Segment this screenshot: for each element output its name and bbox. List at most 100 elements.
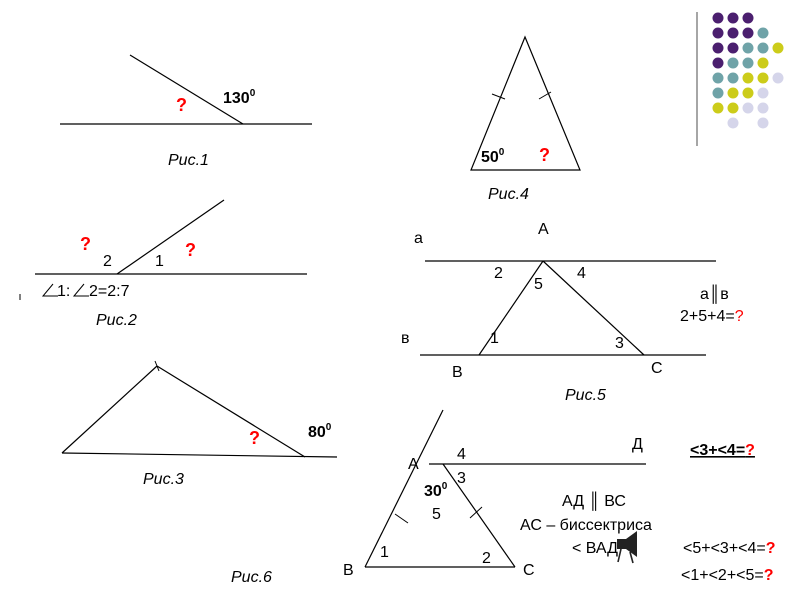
fig1-angle-label: 1300	[223, 88, 256, 107]
fig6-point-D: Д	[632, 436, 643, 453]
decor-dot	[712, 12, 724, 24]
decor-dot	[727, 12, 739, 24]
fig5-angle-1: 1	[490, 330, 499, 347]
fig6-equal-side-tick-left	[394, 513, 409, 524]
fig6-angle-5: 5	[432, 506, 441, 523]
sound-icon-body	[617, 539, 626, 549]
decor-dot	[712, 87, 724, 99]
fig3-apex-tick	[154, 360, 160, 372]
sound-icon-cone	[626, 531, 637, 557]
figure-4: 500 ? Рис.4	[470, 35, 581, 203]
fig5-angle-4: 4	[577, 265, 586, 282]
fig2-condition: 1: 2=2:7	[41, 283, 130, 300]
decor-dot	[757, 57, 769, 69]
decor-dot	[757, 72, 769, 84]
fig6-given-bisector: АС – биссектриса	[520, 517, 652, 534]
fig2-caption: Рис.2	[96, 312, 137, 329]
fig6-angle-value: 300	[424, 481, 448, 500]
sound-icon-stand	[629, 551, 634, 564]
fig6-task-top: <3+<4=?	[690, 442, 755, 459]
fig5-given-parallel: а║в	[700, 284, 729, 304]
fig5-segment-AB	[478, 260, 544, 356]
fig5-vertex-A: А	[538, 221, 549, 238]
decor-dot	[742, 57, 754, 69]
fig5-segment-AC	[542, 260, 645, 356]
decor-dot	[742, 102, 754, 114]
fig4-caption: Рис.4	[488, 186, 529, 203]
decor-dot	[757, 42, 769, 54]
fig3-angle-label: 800	[308, 422, 332, 441]
fig3-base-line	[61, 452, 338, 458]
decor-dot	[712, 42, 724, 54]
decor-dot	[712, 57, 724, 69]
decor-dot	[742, 72, 754, 84]
decor-dot	[712, 27, 724, 39]
fig6-given-angle: < ВАД	[572, 540, 618, 557]
fig5-angle-5: 5	[534, 276, 543, 293]
fig5-caption: Рис.5	[565, 387, 606, 404]
fig5-angle-3: 3	[615, 335, 624, 352]
figure-3: ? 800 Рис.3	[61, 360, 338, 488]
fig4-equal-side-tick-left	[491, 93, 506, 100]
decor-dot	[757, 102, 769, 114]
decor-dot	[727, 117, 739, 129]
fig5-question-mark: ?	[735, 308, 744, 325]
fig5-task: 2+5+4=?	[680, 308, 744, 325]
fig6-question-mark-top: ?	[745, 442, 755, 459]
fig5-label-line-a: а	[414, 230, 423, 247]
fig2-ray	[116, 199, 225, 275]
fig5-vertex-C: С	[651, 360, 663, 377]
decor-dot	[742, 42, 754, 54]
fig1-caption: Рис.1	[168, 152, 209, 169]
decor-dot	[727, 102, 739, 114]
fig6-vertex-A: А	[408, 456, 419, 473]
fig5-label-line-b: в	[401, 330, 410, 347]
figure-5: а в А В С 2 4 5 1 3 а║в 2+5+4=? Рис.5	[401, 221, 744, 404]
fig6-question-mark-2: ?	[764, 567, 774, 584]
fig6-angle-3: 3	[457, 470, 466, 487]
angle-symbol-icon	[72, 283, 89, 297]
decor-dot	[757, 117, 769, 129]
fig4-angle-label: 500	[481, 147, 505, 166]
fig6-vertex-B: В	[343, 562, 354, 579]
figure-6: А В С Д 4 3 300 5 1 2 <3+<4=? АД ║ ВС АС…	[231, 409, 776, 586]
fig5-vertex-B: В	[452, 364, 463, 381]
angle-symbol-icon	[41, 283, 58, 297]
decor-dot	[727, 42, 739, 54]
decor-dot	[727, 87, 739, 99]
fig6-segment-AC	[442, 463, 516, 568]
decor-dot	[727, 57, 739, 69]
fig4-question-mark: ?	[539, 145, 550, 165]
figure-1: ? 1300 Рис.1	[60, 54, 312, 169]
fig3-side-right	[156, 365, 306, 458]
decor-dot	[727, 72, 739, 84]
fig6-question-mark-1: ?	[766, 540, 776, 557]
decorative-dot-grid	[712, 12, 784, 129]
decor-dot	[757, 87, 769, 99]
fig4-isosceles-triangle	[470, 35, 581, 171]
decor-dot	[712, 102, 724, 114]
decor-dot	[772, 42, 784, 54]
fig2-condition-part-2: 2=2:7	[89, 283, 130, 300]
fig1-question-mark: ?	[176, 95, 187, 115]
fig6-given-parallel: АД ║ ВС	[562, 491, 626, 511]
fig6-vertex-C: С	[523, 562, 535, 579]
fig4-equal-side-tick-right	[538, 91, 552, 100]
fig3-question-mark: ?	[249, 428, 260, 448]
fig6-angle-2: 2	[482, 550, 491, 567]
figure-2: ? ? 2 1 1: 2=2:7 Рис.2	[19, 199, 307, 329]
decor-dot	[742, 27, 754, 39]
fig5-angle-2: 2	[494, 265, 503, 282]
fig2-question-right: ?	[185, 240, 196, 260]
decor-dot	[742, 87, 754, 99]
decor-dot	[727, 27, 739, 39]
fig6-angle-1: 1	[380, 544, 389, 561]
decor-dot	[712, 72, 724, 84]
sound-icon[interactable]	[617, 531, 637, 564]
fig6-angle-4: 4	[457, 446, 466, 463]
fig3-side-left	[61, 365, 158, 454]
decor-dot	[757, 27, 769, 39]
fig2-condition-part-1: 1:	[57, 283, 70, 300]
fig6-caption: Рис.6	[231, 569, 272, 586]
